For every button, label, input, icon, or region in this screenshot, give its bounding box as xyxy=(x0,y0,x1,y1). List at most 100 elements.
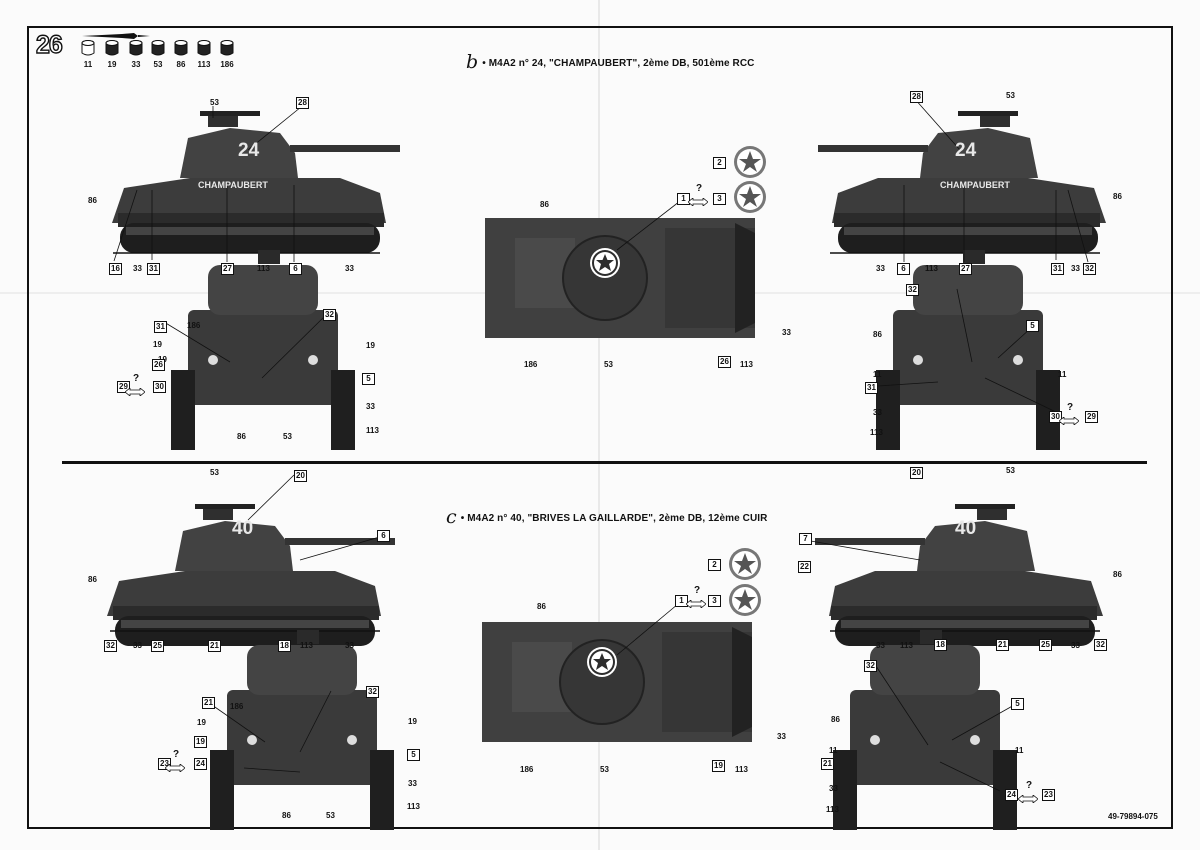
paper-fold xyxy=(598,0,600,850)
paint-callout: 86 xyxy=(1113,192,1122,201)
paint-callout: 113 xyxy=(900,641,913,650)
decal-callout-box: 25 xyxy=(1039,639,1052,651)
paint-callout: 53 xyxy=(326,811,335,820)
paint-callout: 33 xyxy=(345,641,354,650)
paint-callout: 113 xyxy=(300,641,313,650)
paint-callout: 33 xyxy=(876,641,885,650)
paint-callout: 86 xyxy=(282,811,291,820)
decal-callout-box: 26 xyxy=(718,356,731,368)
decal-callout-box: 24 xyxy=(194,758,207,770)
tank-name-b-left: CHAMPAUBERT xyxy=(198,180,268,190)
paint-callout: 19 xyxy=(366,341,375,350)
decal-callout-box: 24 xyxy=(1005,789,1018,801)
decal-callout-box: 27 xyxy=(221,263,234,275)
top-view-b xyxy=(484,217,756,339)
double-arrow-icon xyxy=(1017,790,1039,808)
decal-callout-box: 29 xyxy=(117,381,130,393)
paint-callout: 53 xyxy=(600,765,609,774)
paint-callout: 113 xyxy=(257,264,270,273)
decal-callout-box: 25 xyxy=(151,640,164,652)
tank-number-c-left: 40 xyxy=(232,518,254,539)
paint-callout: 186 xyxy=(187,321,201,330)
variant-b-title: b• M4A2 n° 24, "CHAMPAUBERT", 2ème DB, 5… xyxy=(466,51,755,73)
decal-callout-box: 5 xyxy=(1011,698,1024,710)
decal-callout-box: 31 xyxy=(1051,263,1064,275)
paint-code: 53 xyxy=(153,60,163,69)
reference-code: 49-79894-075 xyxy=(1108,812,1158,821)
paint-code: 113 xyxy=(197,60,211,69)
decal-callout-box: 21 xyxy=(996,639,1009,651)
paint-callout: 113 xyxy=(826,805,839,814)
decal-callout-box: 19 xyxy=(194,736,207,748)
decal-callout-box: 20 xyxy=(910,467,923,479)
decal-callout-box: 2 xyxy=(713,157,726,169)
paint-callout: 33 xyxy=(1071,641,1080,650)
paint-callout: 19 xyxy=(153,340,162,349)
double-arrow-icon xyxy=(124,383,146,401)
double-arrow-icon xyxy=(685,595,707,613)
brush-icon xyxy=(82,33,150,39)
decal-callout-box: 32 xyxy=(323,309,336,321)
paint-code: 86 xyxy=(176,60,186,69)
side-view-left-b xyxy=(112,111,400,254)
paint-callout: 33 xyxy=(829,784,838,793)
paint-callout: 186 xyxy=(230,702,244,711)
decal-callout-box: 1 xyxy=(677,193,690,205)
decal-callout-box: 20 xyxy=(294,470,307,482)
side-view-right-c xyxy=(815,504,1103,646)
decal-callout-box: 21 xyxy=(208,640,221,652)
question-mark: ? xyxy=(694,585,701,596)
decal-callout-box: 29 xyxy=(1085,411,1098,423)
paint-pot-icon xyxy=(174,40,188,56)
decal-callout-box: 22 xyxy=(798,561,811,573)
paint-callout: 53 xyxy=(210,98,219,107)
paint-callout: 113 xyxy=(740,360,753,369)
decal-callout-box: 32 xyxy=(864,660,877,672)
paint-callout: 53 xyxy=(1006,466,1015,475)
paint-pot-icon xyxy=(129,40,143,56)
question-mark: ? xyxy=(1067,402,1074,413)
paint-callout: 11 xyxy=(873,370,882,379)
decal-callout-box: 2 xyxy=(708,559,721,571)
decal-callout-box: 32 xyxy=(366,686,379,698)
decal-callout-box: 31 xyxy=(865,382,878,394)
tank-number-b-right: 24 xyxy=(955,140,977,161)
paint-callout: 19 xyxy=(197,718,206,727)
paint-callout: 86 xyxy=(237,432,246,441)
decal-callout-box: 21 xyxy=(821,758,834,770)
paint-callout: 19 xyxy=(408,717,417,726)
paint-code: 33 xyxy=(131,60,141,69)
paint-callout: 33 xyxy=(782,328,791,337)
paint-callout: 86 xyxy=(873,330,882,339)
paint-callout: 53 xyxy=(283,432,292,441)
tank-number-b-left: 24 xyxy=(238,140,260,161)
paint-callout: 113 xyxy=(366,426,379,435)
paint-code: 186 xyxy=(220,60,234,69)
paint-callout: 113 xyxy=(870,428,883,437)
paint-callout: 186 xyxy=(520,765,534,774)
paint-callout: 33 xyxy=(1071,264,1080,273)
paint-callout: 33 xyxy=(366,402,375,411)
paint-callout: 186 xyxy=(524,360,538,369)
paint-code: 11 xyxy=(83,60,93,69)
decal-callout-box: 5 xyxy=(362,373,375,385)
paint-callout: 11 xyxy=(1058,370,1067,379)
paint-callout: 86 xyxy=(831,715,840,724)
decal-callout-box: 26 xyxy=(152,359,165,371)
paint-callout: 33 xyxy=(345,264,354,273)
front-view-b xyxy=(876,250,1060,450)
decal-callout-box: 30 xyxy=(153,381,166,393)
paint-callout: 33 xyxy=(408,779,417,788)
double-arrow-icon xyxy=(164,759,186,777)
paint-code: 19 xyxy=(107,60,117,69)
decal-callout-box: 31 xyxy=(147,263,160,275)
paint-callout: 113 xyxy=(407,802,420,811)
decal-callout-box: 6 xyxy=(289,263,302,275)
decal-callout-box: 27 xyxy=(959,263,972,275)
decal-callout-box: 18 xyxy=(934,639,947,651)
decal-callout-box: 21 xyxy=(202,697,215,709)
paint-callout: 11 xyxy=(1015,746,1024,755)
section-divider xyxy=(62,461,1147,464)
